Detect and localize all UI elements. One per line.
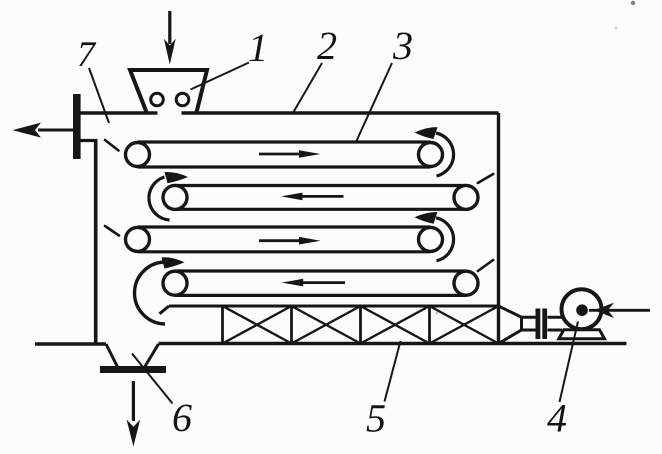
svg-text:6: 6 [172,395,192,440]
svg-text:4: 4 [547,396,567,441]
svg-text:2: 2 [317,23,337,68]
svg-text:5: 5 [366,396,386,441]
svg-text:1: 1 [248,25,268,70]
svg-text:7: 7 [77,34,97,74]
svg-text:3: 3 [392,23,413,68]
